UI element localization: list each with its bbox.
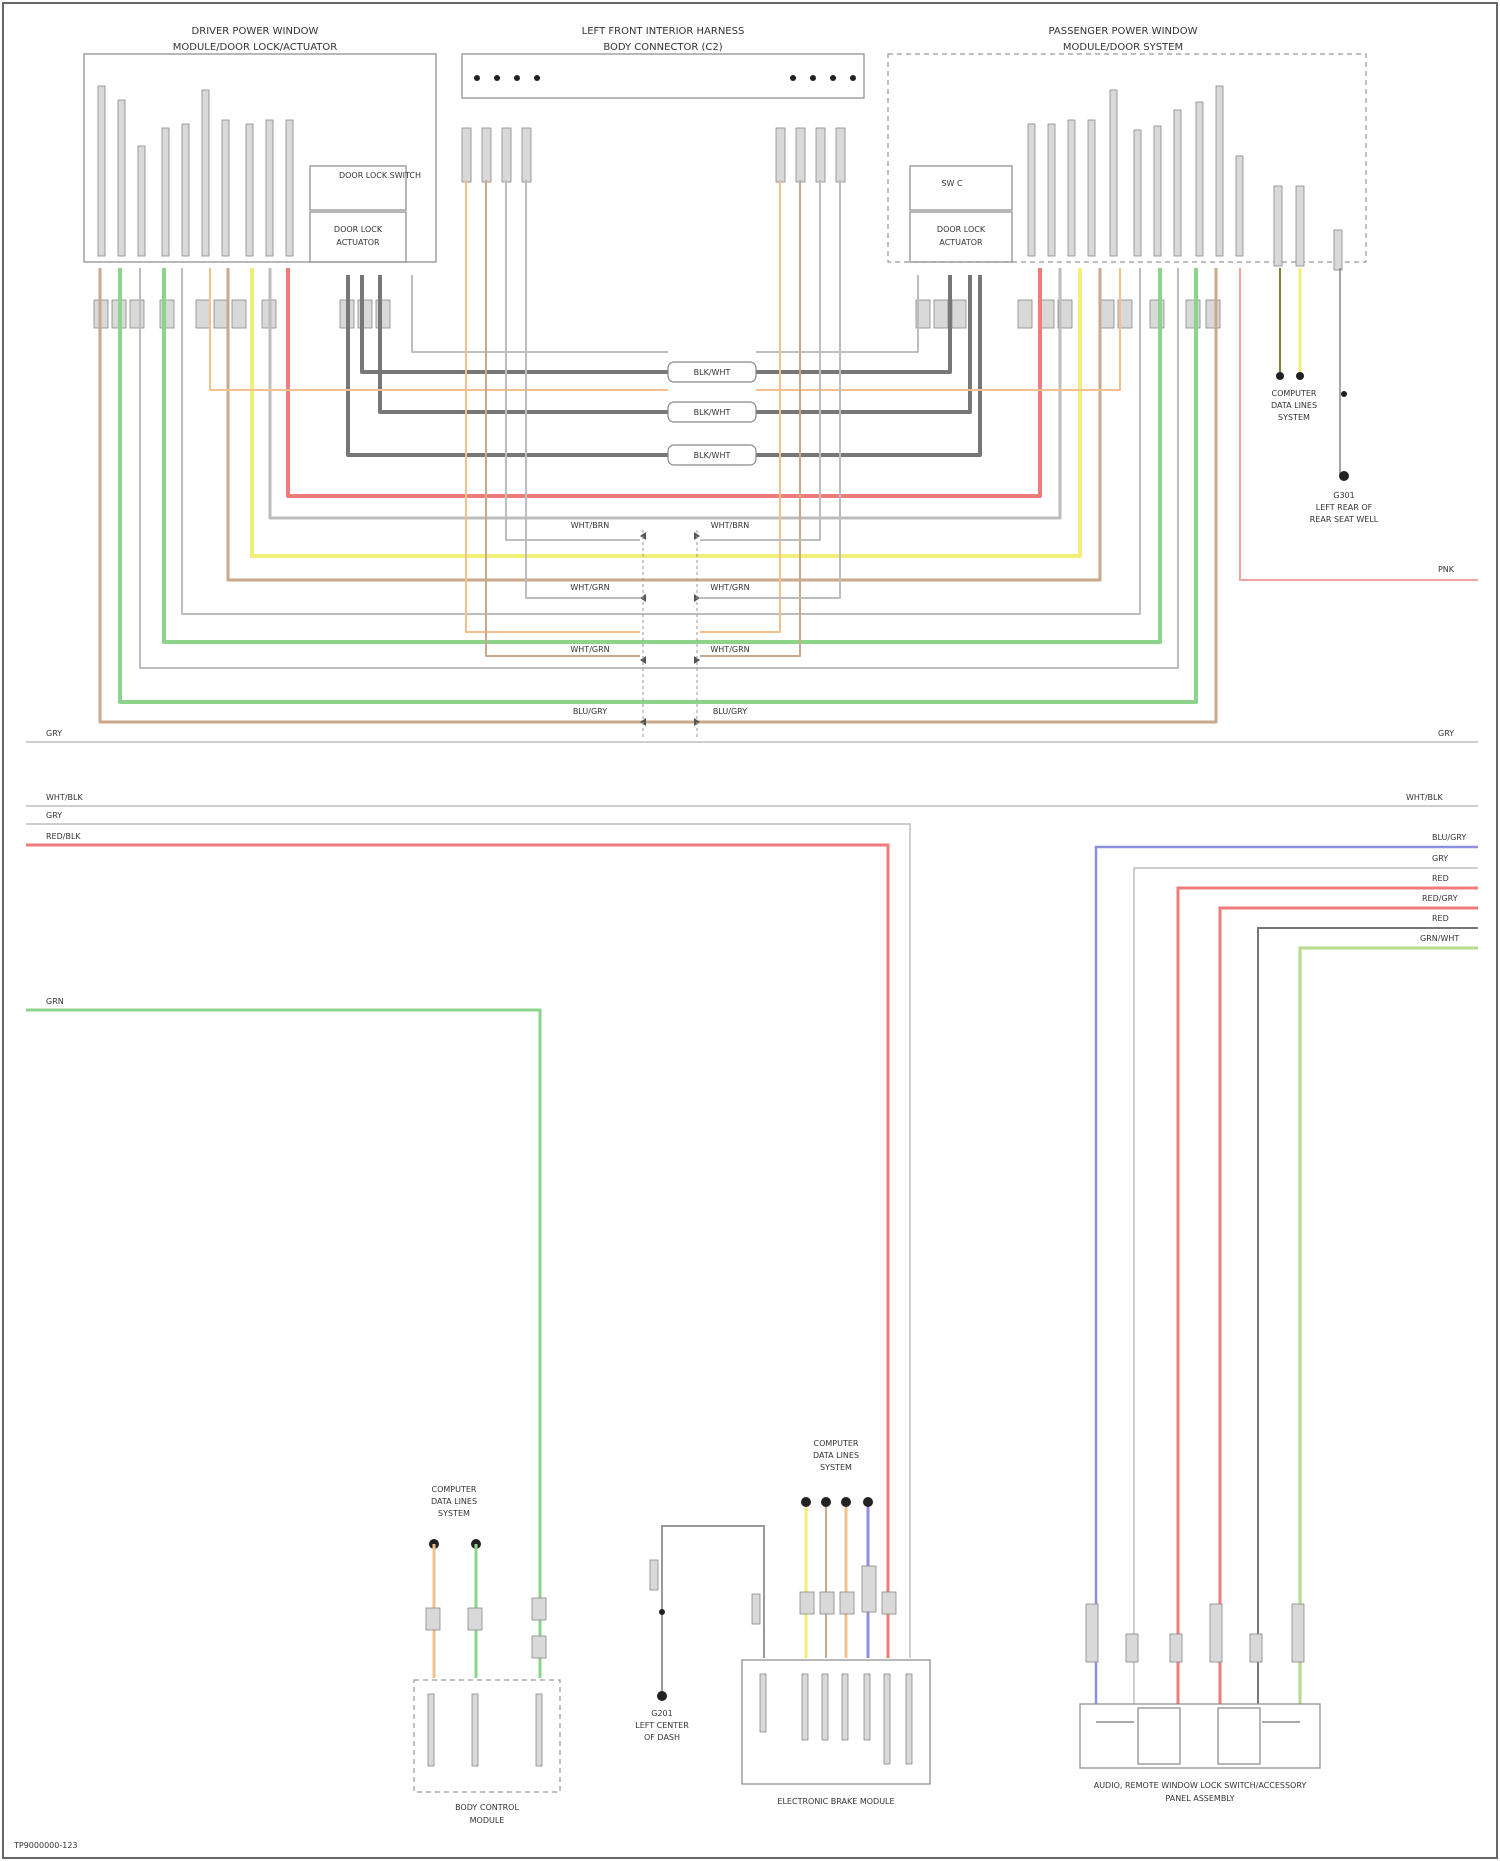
inline-connector-3: BLK/WHT <box>668 445 756 465</box>
top-center-connector: LEFT FRONT INTERIOR HARNESS BODY CONNECT… <box>462 26 864 182</box>
passenger-module-title-1: PASSENGER POWER WINDOW <box>1049 26 1198 37</box>
ground-right-label-1: G301 <box>1333 491 1354 500</box>
driver-connector-pins <box>94 300 390 328</box>
br-module-label-1: AUDIO, REMOTE WINDOW LOCK SWITCH/ACCESSO… <box>1094 1781 1307 1790</box>
right-rail-label-3: RED <box>1432 874 1449 883</box>
right-rail-label-4: RED/GRY <box>1422 894 1458 903</box>
bus-labels: WHT/BRN WHT/BRN WHT/GRN WHT/GRN WHT/GRN … <box>570 521 749 740</box>
splice-bc-label-2: DATA LINES <box>813 1451 859 1460</box>
right-rails: BLU/GRY GRY RED RED/GRY RED GRN/WHT <box>1096 833 1478 1704</box>
splice-bc: COMPUTER DATA LINES SYSTEM <box>800 1439 896 1658</box>
right-switch-label: SW C <box>941 179 963 188</box>
splice-bc-label-3: SYSTEM <box>820 1463 852 1472</box>
left-actuator-label-2: ACTUATOR <box>336 238 380 247</box>
splice-bc-label-1: COMPUTER <box>814 1439 859 1448</box>
passenger-module-pin-labels <box>1028 86 1243 256</box>
bus-4-left: BLU/GRY <box>573 707 607 716</box>
bus-1-left: WHT/BRN <box>571 521 610 530</box>
rail-gry-2: GRY <box>26 811 910 1658</box>
right-switch-box: SW C DOOR LOCK ACTUATOR <box>910 166 1012 262</box>
inline-connector-2-label: BLK/WHT <box>694 408 731 417</box>
passenger-module-title-2: MODULE/DOOR SYSTEM <box>1063 42 1183 53</box>
rail-gry: GRY GRY <box>26 729 1478 742</box>
bc-module: ELECTRONIC BRAKE MODULE <box>742 1660 930 1806</box>
top-harness-wires <box>100 180 1216 722</box>
footer-code: TP9000000-123 <box>13 1841 78 1850</box>
side-label-top-right: PNK <box>1438 565 1455 574</box>
rail-gry-right: GRY <box>1438 729 1454 738</box>
bus-1-right: WHT/BRN <box>711 521 750 530</box>
bus-3-right: WHT/GRN <box>710 645 749 654</box>
splice-right: COMPUTER DATA LINES SYSTEM <box>1271 389 1317 422</box>
splice-bl-label-1: COMPUTER <box>432 1485 477 1494</box>
ground-bc-label-3: OF DASH <box>644 1733 680 1742</box>
left-switch-box: DOOR LOCK SWITCH DOOR LOCK ACTUATOR <box>310 166 421 262</box>
ground-bc-label-2: LEFT CENTER <box>635 1721 689 1730</box>
right-rail-label-5: RED <box>1432 914 1449 923</box>
rail-grn-left: GRN <box>46 997 64 1006</box>
bus-4-right: BLU/GRY <box>713 707 747 716</box>
right-rail-label-2: GRY <box>1432 854 1448 863</box>
bl-module-label-1: BODY CONTROL <box>455 1803 519 1812</box>
center-connector-title-1: LEFT FRONT INTERIOR HARNESS <box>582 26 745 37</box>
left-switch-label: DOOR LOCK SWITCH <box>339 171 421 180</box>
ground-bc-label-1: G201 <box>651 1709 672 1718</box>
splice-bl-label-2: DATA LINES <box>431 1497 477 1506</box>
passenger-connector-pins <box>916 300 1220 328</box>
rail-red-blk-left: RED/BLK <box>46 832 81 841</box>
driver-module-title-2: MODULE/DOOR LOCK/ACTUATOR <box>173 42 337 53</box>
ground-right: G301 LEFT REAR OF REAR SEAT WELL <box>1310 491 1379 524</box>
rail-red-blk: RED/BLK <box>26 832 888 1658</box>
bl-module-label-2: MODULE <box>470 1816 505 1825</box>
rail-gry-2-left: GRY <box>46 811 62 820</box>
right-actuator-label-1: DOOR LOCK <box>937 225 986 234</box>
ground-bc: G201 LEFT CENTER OF DASH <box>635 1526 764 1742</box>
inline-connector-1-label: BLK/WHT <box>694 368 731 377</box>
rail-wht-blk-right: WHT/BLK <box>1406 793 1443 802</box>
right-rail-label-1: BLU/GRY <box>1432 833 1466 842</box>
ground-right-label-2: LEFT REAR OF <box>1316 503 1373 512</box>
inline-connector-2: BLK/WHT <box>668 402 756 422</box>
left-actuator-label-1: DOOR LOCK <box>334 225 383 234</box>
bus-2-right: WHT/GRN <box>710 583 749 592</box>
ground-right-label-3: REAR SEAT WELL <box>1310 515 1379 524</box>
splice-right-label-1: COMPUTER <box>1272 389 1317 398</box>
splice-bl: COMPUTER DATA LINES SYSTEM <box>426 1485 546 1678</box>
driver-module-pin-labels <box>98 86 293 256</box>
inline-connector-3-label: BLK/WHT <box>694 451 731 460</box>
inline-connector-1: BLK/WHT <box>668 362 756 382</box>
rail-wht-blk-left: WHT/BLK <box>46 793 83 802</box>
splice-right-label-2: DATA LINES <box>1271 401 1317 410</box>
splice-bl-label-3: SYSTEM <box>438 1509 470 1518</box>
bl-module: BODY CONTROL MODULE <box>414 1680 560 1825</box>
bus-2-left: WHT/GRN <box>570 583 609 592</box>
center-connector-title-2: BODY CONNECTOR (C2) <box>603 42 722 53</box>
driver-door-module: DRIVER POWER WINDOW MODULE/DOOR LOCK/ACT… <box>84 26 436 262</box>
right-actuator-label-2: ACTUATOR <box>939 238 983 247</box>
right-rail-label-6: GRN/WHT <box>1420 934 1459 943</box>
rail-grn: GRN <box>26 997 540 1678</box>
driver-module-title-1: DRIVER POWER WINDOW <box>192 26 319 37</box>
splice-right-label-3: SYSTEM <box>1278 413 1310 422</box>
bc-module-label: ELECTRONIC BRAKE MODULE <box>777 1797 894 1806</box>
rail-gry-left: GRY <box>46 729 62 738</box>
rail-wht-blk: WHT/BLK WHT/BLK <box>26 793 1478 806</box>
br-module: AUDIO, REMOTE WINDOW LOCK SWITCH/ACCESSO… <box>1080 1604 1320 1803</box>
bus-3-left: WHT/GRN <box>570 645 609 654</box>
br-module-label-2: PANEL ASSEMBLY <box>1165 1794 1234 1803</box>
